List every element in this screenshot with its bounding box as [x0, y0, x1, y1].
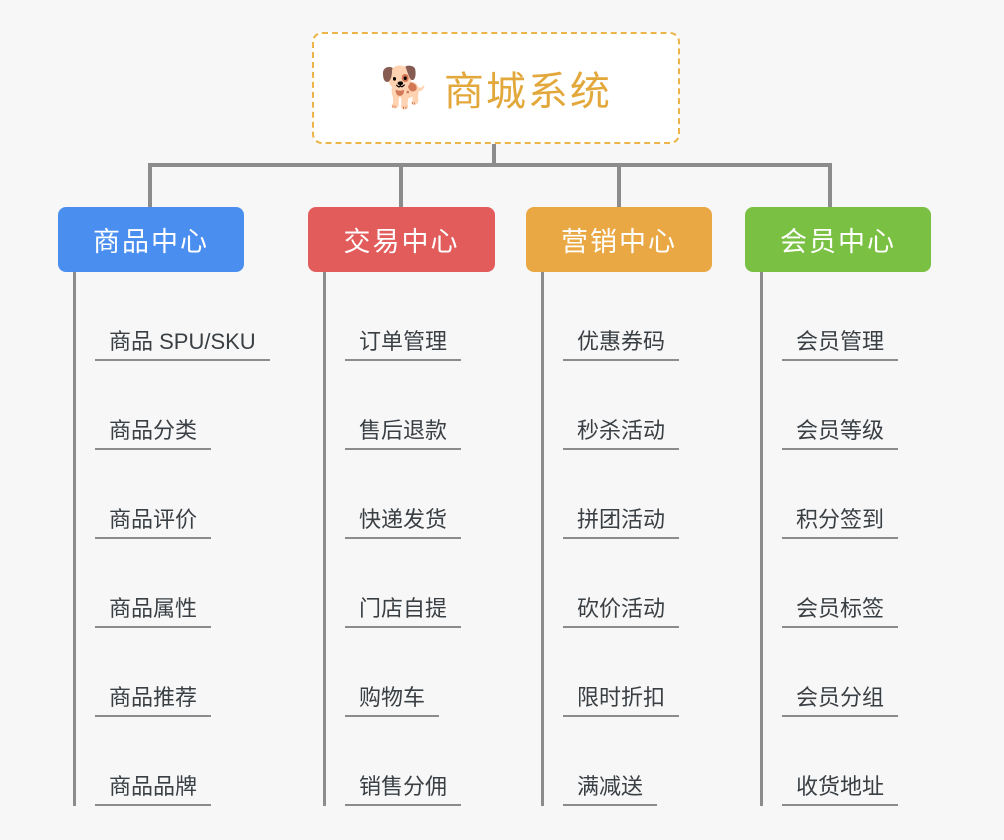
leaf-label: 会员分组 — [782, 685, 899, 717]
leaf-item[interactable]: 商品分类 — [76, 361, 244, 450]
leaf-item[interactable]: 门店自提 — [326, 539, 495, 628]
leaf-label: 销售分佣 — [345, 774, 462, 806]
leaf-label: 会员等级 — [782, 418, 899, 450]
dog-face-icon: 🐕 — [380, 65, 430, 111]
leaf-label: 商品推荐 — [95, 685, 212, 717]
leaf-item[interactable]: 秒杀活动 — [544, 361, 712, 450]
root-node[interactable]: 🐕 商城系统 — [312, 32, 680, 144]
leaf-item[interactable]: 商品推荐 — [76, 628, 244, 717]
leaf-item[interactable]: 购物车 — [326, 628, 495, 717]
leaf-item[interactable]: 快递发货 — [326, 450, 495, 539]
leaf-item[interactable]: 会员标签 — [763, 539, 931, 628]
leaf-label: 拼团活动 — [563, 507, 680, 539]
leaf-label: 会员管理 — [782, 329, 899, 361]
category-box-product-center[interactable]: 商品中心 — [58, 207, 244, 272]
connector-drop-2 — [399, 163, 403, 209]
leaf-item[interactable]: 砍价活动 — [544, 539, 712, 628]
leaf-label: 商品品牌 — [95, 774, 212, 806]
leaf-label: 快递发货 — [345, 507, 462, 539]
category-label: 交易中心 — [343, 227, 460, 257]
leaf-list-member-center: 会员管理 会员等级 积分签到 会员标签 会员分组 收货地址 — [760, 272, 931, 806]
leaf-item[interactable]: 限时折扣 — [544, 628, 712, 717]
connector-drop-1 — [148, 163, 152, 209]
leaf-label: 购物车 — [345, 685, 440, 717]
leaf-item[interactable]: 会员等级 — [763, 361, 931, 450]
leaf-label: 商品 SPU/SKU — [95, 329, 270, 361]
category-box-trade-center[interactable]: 交易中心 — [308, 207, 495, 272]
connector-drop-4 — [828, 163, 832, 209]
leaf-label: 优惠券码 — [563, 329, 680, 361]
leaf-label: 秒杀活动 — [563, 418, 680, 450]
leaf-label: 订单管理 — [345, 329, 462, 361]
leaf-item[interactable]: 订单管理 — [326, 272, 495, 361]
leaf-item[interactable]: 销售分佣 — [326, 717, 495, 806]
leaf-label: 商品属性 — [95, 596, 212, 628]
leaf-list-product-center: 商品 SPU/SKU 商品分类 商品评价 商品属性 商品推荐 商品品牌 — [73, 272, 270, 806]
leaf-label: 商品分类 — [95, 418, 212, 450]
root-title: 商城系统 — [443, 70, 612, 114]
category-label: 商品中心 — [93, 227, 209, 257]
branch-product-center: 商品中心 商品 SPU/SKU 商品分类 商品评价 商品属性 商品推荐 商品品牌 — [58, 207, 270, 806]
leaf-label: 门店自提 — [345, 596, 462, 628]
leaf-item[interactable]: 满减送 — [544, 717, 712, 806]
leaf-list-marketing-center: 优惠券码 秒杀活动 拼团活动 砍价活动 限时折扣 满减送 — [541, 272, 712, 806]
branch-trade-center: 交易中心 订单管理 售后退款 快递发货 门店自提 购物车 销售分佣 — [308, 207, 495, 806]
category-box-marketing-center[interactable]: 营销中心 — [526, 207, 712, 272]
connector-drop-3 — [617, 163, 621, 209]
leaf-label: 砍价活动 — [563, 596, 680, 628]
branch-member-center: 会员中心 会员管理 会员等级 积分签到 会员标签 会员分组 收货地址 — [745, 207, 931, 806]
leaf-item[interactable]: 售后退款 — [326, 361, 495, 450]
leaf-label: 会员标签 — [782, 596, 899, 628]
leaf-label: 售后退款 — [345, 418, 462, 450]
leaf-item[interactable]: 商品属性 — [76, 539, 244, 628]
leaf-label: 满减送 — [563, 774, 658, 806]
leaf-item[interactable]: 收货地址 — [763, 717, 931, 806]
leaf-list-trade-center: 订单管理 售后退款 快递发货 门店自提 购物车 销售分佣 — [323, 272, 495, 806]
leaf-item[interactable]: 商品品牌 — [76, 717, 244, 806]
leaf-item[interactable]: 商品评价 — [76, 450, 244, 539]
leaf-item[interactable]: 商品 SPU/SKU — [76, 272, 270, 361]
leaf-item[interactable]: 积分签到 — [763, 450, 931, 539]
leaf-label: 商品评价 — [95, 507, 212, 539]
branch-marketing-center: 营销中心 优惠券码 秒杀活动 拼团活动 砍价活动 限时折扣 满减送 — [526, 207, 712, 806]
category-label: 会员中心 — [780, 227, 896, 257]
leaf-item[interactable]: 会员分组 — [763, 628, 931, 717]
category-label: 营销中心 — [561, 227, 677, 257]
category-box-member-center[interactable]: 会员中心 — [745, 207, 931, 272]
leaf-label: 收货地址 — [782, 774, 899, 806]
leaf-label: 积分签到 — [782, 507, 899, 539]
connector-root-vertical — [492, 144, 496, 166]
leaf-item[interactable]: 优惠券码 — [544, 272, 712, 361]
connector-horizontal-bus — [148, 163, 832, 167]
leaf-label: 限时折扣 — [563, 685, 680, 717]
leaf-item[interactable]: 会员管理 — [763, 272, 931, 361]
leaf-item[interactable]: 拼团活动 — [544, 450, 712, 539]
